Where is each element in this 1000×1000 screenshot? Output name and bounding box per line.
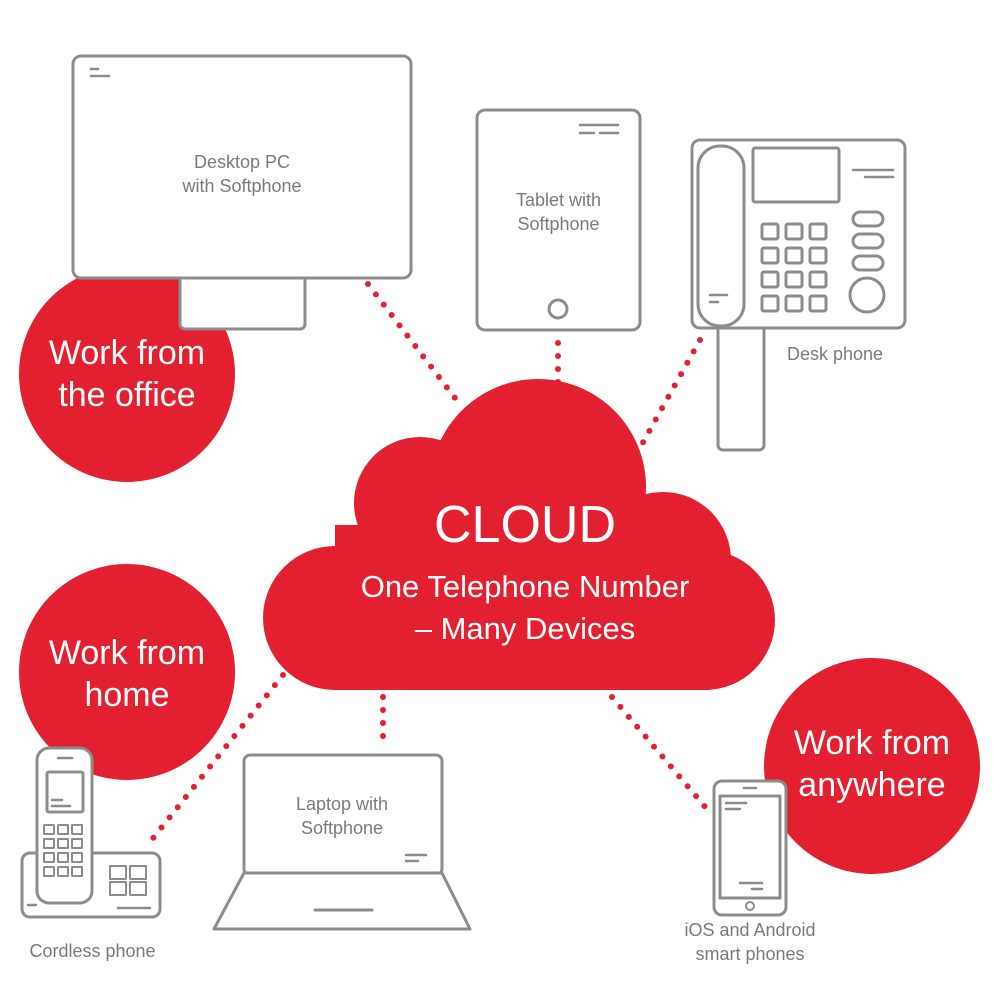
- connector-cordless: [147, 672, 286, 845]
- laptop-icon: [212, 753, 472, 931]
- laptop-label: Laptop with Softphone: [295, 794, 389, 838]
- circle-office-label: Work from the office: [48, 334, 206, 414]
- connector-desktop: [365, 281, 458, 401]
- smartphone-label: iOS and Android smart phones: [684, 920, 816, 964]
- cloud-title: CLOUD: [433, 496, 617, 554]
- desk-phone-icon: [690, 138, 907, 452]
- cordless-phone-icon: [20, 746, 162, 919]
- desktop-pc-icon: [71, 54, 413, 331]
- connector-smartphone: [609, 694, 715, 818]
- desktop-label: Desktop PC with Softphone: [182, 152, 302, 196]
- cordless-label: Cordless phone: [29, 941, 156, 961]
- circle-anywhere: [764, 658, 980, 874]
- tablet-icon: [475, 108, 642, 332]
- circle-home: [19, 564, 235, 780]
- connectors: [147, 281, 715, 845]
- circle-anywhere-label: Work from anywhere: [793, 724, 951, 804]
- cloud-shape: [263, 379, 775, 690]
- smartphone-icon: [712, 779, 788, 917]
- cloud-subtitle: One Telephone Number – Many Devices: [360, 569, 690, 646]
- desk-phone-label: Desk phone: [786, 344, 884, 364]
- tablet-label: Tablet with Softphone: [515, 190, 602, 234]
- connector-desk-phone: [633, 337, 703, 458]
- circle-home-label: Work from home: [48, 634, 206, 714]
